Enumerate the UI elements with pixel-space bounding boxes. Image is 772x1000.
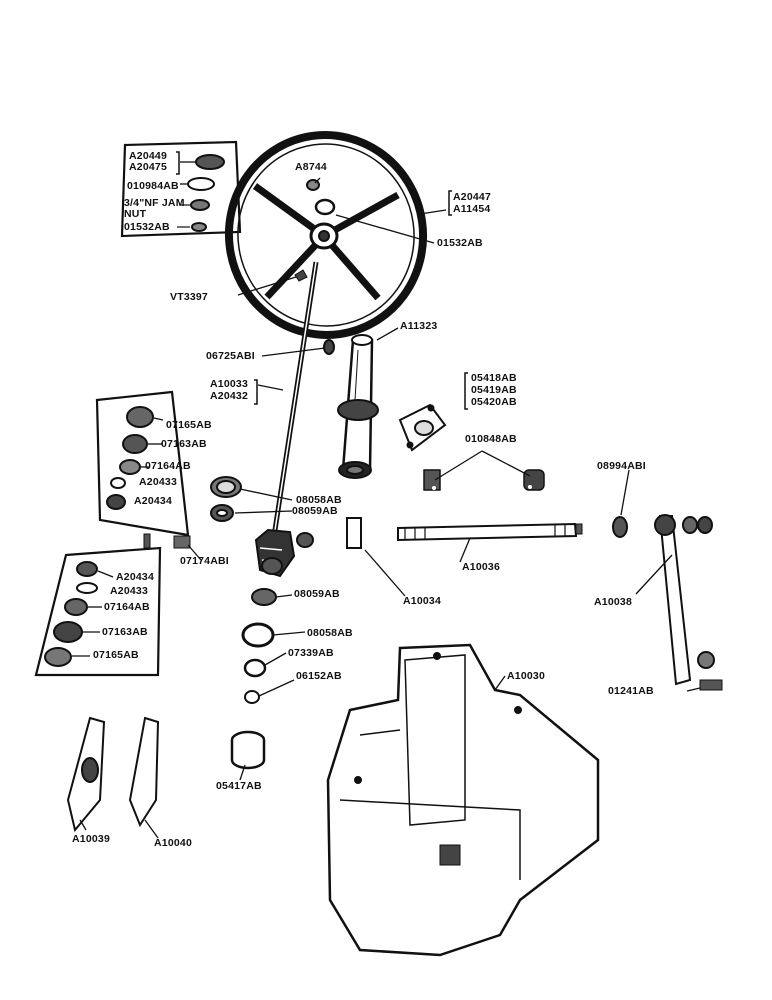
callout-06725abi: 06725ABI [206, 350, 255, 362]
steering-shaft [254, 261, 335, 578]
callout-07164ab-upper: 07164AB [145, 460, 191, 472]
callout-07339ab: 07339AB [288, 647, 334, 659]
callout-a20475: A20475 [129, 161, 167, 173]
callout-08058ab-upper: 08058AB [296, 494, 342, 506]
callout-05418ab: 05418AB [471, 372, 517, 384]
callout-08059ab-upper: 08059AB [292, 505, 338, 517]
callout-a10030: A10030 [507, 670, 545, 682]
callout-01532ab: 01532AB [437, 237, 483, 249]
bearing-inset-box-lower [34, 546, 162, 677]
callout-a20432: A20432 [210, 390, 248, 402]
cover-gasket [128, 716, 160, 828]
callout-08059ab-lower: 08059AB [294, 588, 340, 600]
callout-05417ab: 05417AB [216, 780, 262, 792]
cup-and-cone-lower [230, 588, 277, 770]
callout-a11454: A11454 [453, 203, 491, 215]
callout-a20433-lower: A20433 [110, 585, 148, 597]
callout-a20434-lower: A20434 [116, 571, 154, 583]
small-fittings [143, 517, 362, 549]
callout-05419ab: 05419AB [471, 384, 517, 396]
callout-a20433-upper: A20433 [139, 476, 177, 488]
leader-lines [72, 161, 701, 839]
callout-01241ab: 01241AB [608, 685, 654, 697]
worm-shaft [397, 522, 583, 542]
callout-jam-nut-line-2: NUT [124, 208, 147, 220]
callout-08994abi: 08994ABI [597, 460, 646, 472]
gear-housing [326, 643, 600, 957]
callout-a10036: A10036 [462, 561, 500, 573]
callout-vt3397: VT3397 [170, 291, 208, 303]
callout-07174abi: 07174ABI [180, 555, 229, 567]
pitman-arm [612, 514, 723, 691]
callout-a20447: A20447 [453, 191, 491, 203]
callout-a20449: A20449 [129, 150, 167, 162]
callout-07165ab-upper: 07165AB [166, 419, 212, 431]
callout-a10033: A10033 [210, 378, 248, 390]
label-brackets [176, 151, 468, 410]
callout-08058ab-lower: 08058AB [307, 627, 353, 639]
callout-a10034: A10034 [403, 595, 441, 607]
jam-nut-inset-box [120, 140, 242, 238]
callout-jam-nut-line-1: 3/4"NF JAM [124, 197, 185, 209]
callout-a8744: A8744 [295, 161, 327, 173]
callout-a10040: A10040 [154, 837, 192, 849]
callout-a10039: A10039 [72, 833, 110, 845]
steering-wheel [224, 131, 428, 339]
side-cover [66, 716, 106, 833]
callout-07165ab-lower: 07165AB [93, 649, 139, 661]
callout-010984ab: 010984AB [127, 180, 179, 192]
callout-a10038: A10038 [594, 596, 632, 608]
callout-010848ab: 010848AB [465, 433, 517, 445]
cup-and-cone-upper [210, 476, 242, 522]
callout-a11323: A11323 [400, 320, 438, 332]
bearing-inset-box-upper [95, 390, 190, 537]
column-gasket [398, 403, 447, 452]
callout-07163ab-lower: 07163AB [102, 626, 148, 638]
callout-01532ab-inset: 01532AB [124, 221, 170, 233]
steering-column-tube [337, 334, 379, 479]
bushings-010848ab [423, 469, 545, 491]
callout-07163ab-upper: 07163AB [161, 438, 207, 450]
callout-07164ab-lower: 07164AB [104, 601, 150, 613]
callout-a20434-upper: A20434 [134, 495, 172, 507]
callout-06152ab: 06152AB [296, 670, 342, 682]
callout-05420ab: 05420AB [471, 396, 517, 408]
